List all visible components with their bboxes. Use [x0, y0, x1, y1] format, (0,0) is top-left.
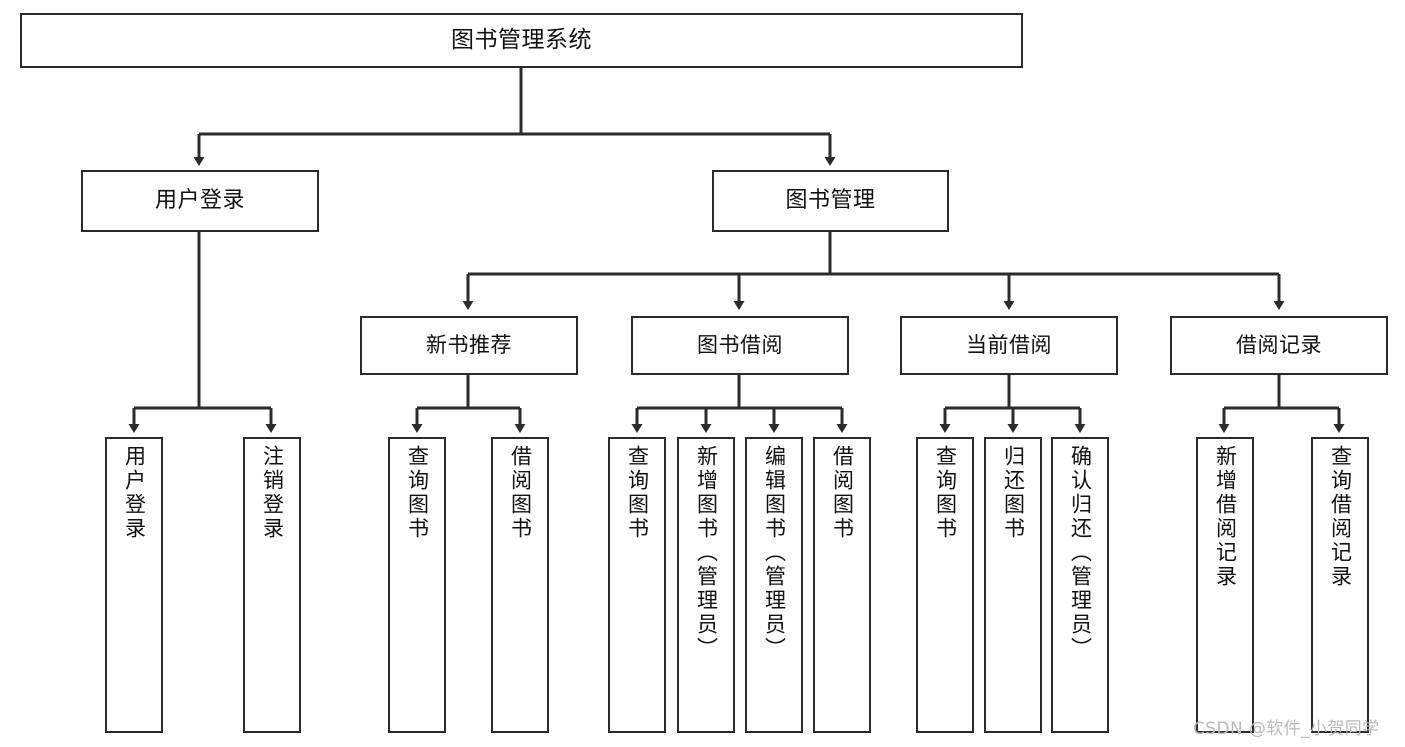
node-label: 用户登录 [154, 188, 245, 214]
node-label: 归还图书 [1001, 445, 1026, 541]
node-label: 编辑图书（管理员） [762, 445, 787, 661]
node-label: 借阅记录 [1236, 333, 1322, 358]
leaf-new-book-borrow-book[interactable]: 借阅图书 [491, 437, 549, 733]
leaf-current-borrow-confirm-return-admin[interactable]: 确认归还（管理员） [1051, 437, 1109, 733]
node-user-login[interactable]: 用户登录 [81, 170, 319, 232]
watermark-text: CSDN @软件_小贺同学 [1193, 719, 1380, 739]
node-current-borrow[interactable]: 当前借阅 [900, 316, 1118, 375]
leaf-current-borrow-query-book[interactable]: 查询图书 [916, 437, 974, 733]
leaf-user-login-logout[interactable]: 注销登录 [243, 437, 301, 733]
node-label: 新增借阅记录 [1213, 445, 1238, 589]
node-new-book-recommend[interactable]: 新书推荐 [360, 316, 578, 375]
leaf-borrow-record-query-record[interactable]: 查询借阅记录 [1311, 437, 1369, 733]
node-label: 查询图书 [625, 445, 650, 541]
node-label: 确认归还（管理员） [1068, 445, 1093, 661]
node-label: 当前借阅 [966, 333, 1052, 358]
node-borrow-record[interactable]: 借阅记录 [1170, 316, 1388, 375]
leaf-new-book-query-book[interactable]: 查询图书 [388, 437, 446, 733]
node-label: 注销登录 [260, 445, 285, 541]
node-book-management[interactable]: 图书管理 [712, 170, 949, 232]
node-label: 图书借阅 [697, 333, 783, 358]
node-label: 查询图书 [933, 445, 958, 541]
leaf-current-borrow-return-book[interactable]: 归还图书 [984, 437, 1042, 733]
leaf-book-borrow-add-book-admin[interactable]: 新增图书（管理员） [677, 437, 735, 733]
node-root-book-management-system[interactable]: 图书管理系统 [20, 13, 1023, 68]
leaf-book-borrow-query-book[interactable]: 查询图书 [608, 437, 666, 733]
node-label: 新增图书（管理员） [694, 445, 719, 661]
node-label: 借阅图书 [508, 445, 533, 541]
node-label: 查询借阅记录 [1328, 445, 1353, 589]
node-label: 用户登录 [122, 445, 147, 541]
node-label: 借阅图书 [830, 445, 855, 541]
node-label: 图书管理系统 [451, 26, 592, 53]
leaf-borrow-record-add-record[interactable]: 新增借阅记录 [1196, 437, 1254, 733]
node-label: 图书管理 [785, 188, 876, 214]
leaf-user-login-login[interactable]: 用户登录 [105, 437, 163, 733]
node-book-borrow[interactable]: 图书借阅 [631, 316, 849, 375]
node-label: 查询图书 [405, 445, 430, 541]
leaf-book-borrow-edit-book-admin[interactable]: 编辑图书（管理员） [745, 437, 803, 733]
leaf-book-borrow-borrow-book[interactable]: 借阅图书 [813, 437, 871, 733]
node-label: 新书推荐 [426, 333, 512, 358]
